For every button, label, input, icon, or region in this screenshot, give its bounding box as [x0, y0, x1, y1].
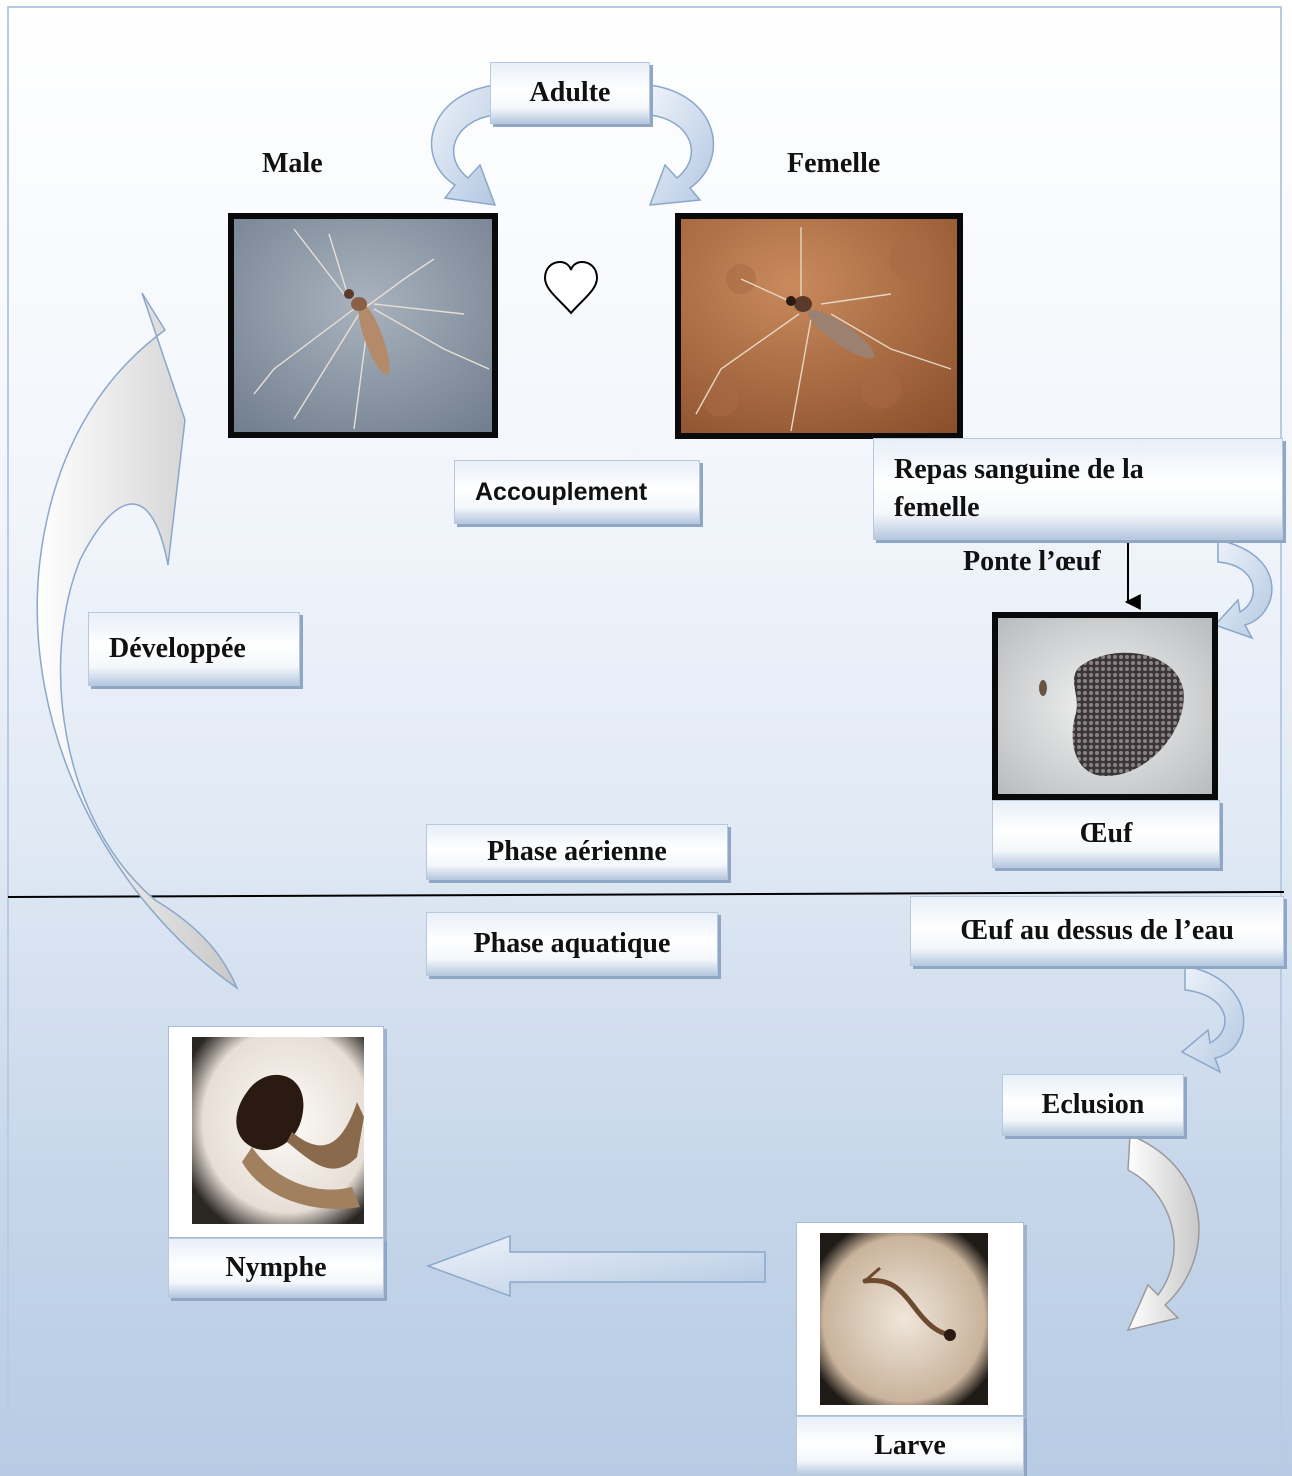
femelle-mosquito-illustration — [681, 219, 957, 433]
phase-aerienne-box: Phase aérienne — [426, 824, 728, 880]
curved-arrow-to-male — [432, 85, 495, 205]
curved-arrow-to-oeuf — [1215, 540, 1272, 638]
larve-box: Larve — [796, 1416, 1024, 1476]
curved-arrow-to-femelle — [650, 85, 713, 205]
phase-aquatique-label: Phase aquatique — [474, 928, 671, 960]
adulte-label: Adulte — [530, 77, 611, 109]
accouplement-label: Accouplement — [475, 478, 647, 507]
larve-illustration — [820, 1233, 988, 1405]
repas-box: Repas sanguine de la femelle — [873, 438, 1283, 540]
oeuf-box: Œuf — [992, 800, 1220, 868]
larve-photo-frame — [796, 1222, 1024, 1416]
ponte-label: Ponte l’œuf — [963, 546, 1101, 578]
nymphe-illustration — [192, 1037, 364, 1224]
egg-raft-photo — [992, 612, 1218, 800]
oeuf-eau-label: Œuf au dessus de l’eau — [960, 915, 1234, 947]
nymphe-photo-frame — [168, 1026, 384, 1238]
nymphe-label: Nymphe — [225, 1252, 326, 1284]
oeuf-eau-box: Œuf au dessus de l’eau — [910, 896, 1284, 966]
adulte-box: Adulte — [490, 62, 650, 124]
phase-aquatique-box: Phase aquatique — [426, 912, 718, 976]
repas-label: Repas sanguine de la femelle — [894, 451, 1194, 527]
male-mosquito-illustration — [234, 219, 492, 432]
arrow-larve-to-nymphe — [428, 1236, 765, 1296]
larve-label: Larve — [874, 1430, 946, 1462]
curved-arrow-to-eclusion — [1182, 966, 1244, 1072]
accouplement-box: Accouplement — [454, 460, 700, 524]
femelle-label: Femelle — [787, 148, 880, 180]
femelle-mosquito-photo — [675, 213, 963, 439]
nymphe-box: Nymphe — [168, 1238, 384, 1298]
egg-raft-illustration — [998, 618, 1212, 794]
eclusion-box: Eclusion — [1002, 1074, 1184, 1136]
male-label: Male — [262, 148, 323, 180]
phase-aerienne-label: Phase aérienne — [487, 836, 667, 868]
oeuf-label: Œuf — [1080, 818, 1133, 850]
male-mosquito-photo — [228, 213, 498, 438]
developpee-label: Développée — [109, 633, 246, 665]
heart-icon — [545, 262, 597, 313]
developpee-box: Développée — [88, 612, 300, 686]
eclusion-label: Eclusion — [1042, 1089, 1145, 1121]
curved-arrow-to-larve — [1128, 1135, 1199, 1330]
